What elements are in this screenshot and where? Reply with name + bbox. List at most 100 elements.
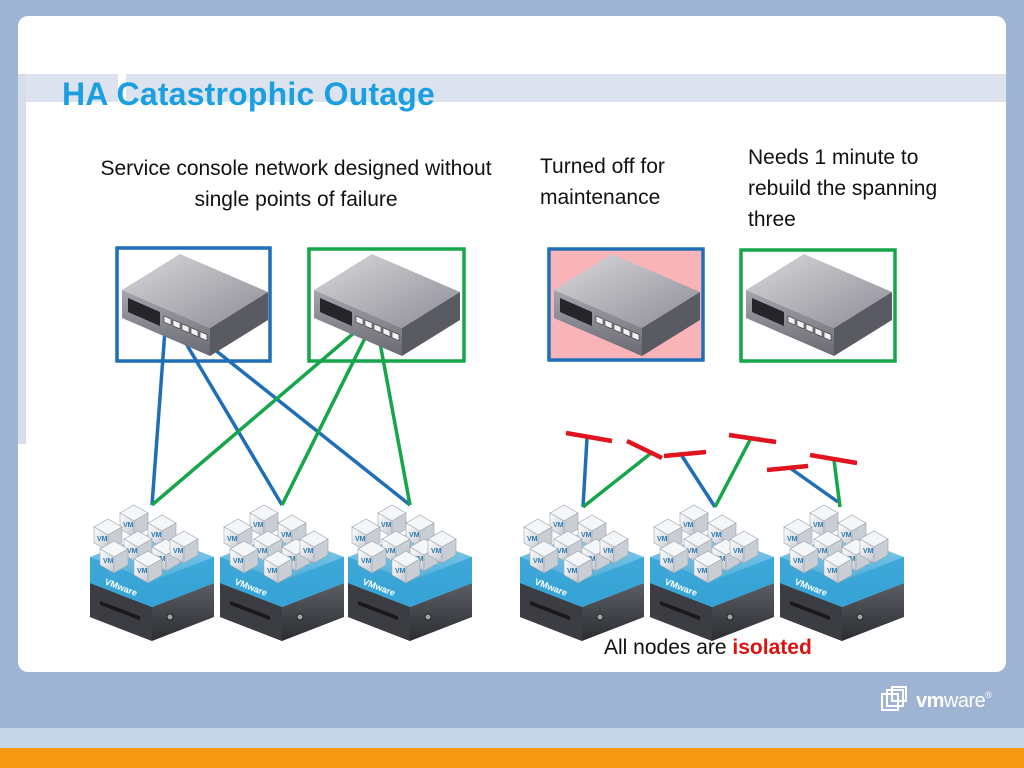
vm-cube-icon: VM (299, 530, 329, 564)
vm-cube-icon: VM (679, 504, 709, 538)
network-switch-icon (554, 254, 700, 356)
vm-label: VM (533, 558, 544, 565)
broken-link-end (626, 438, 663, 461)
vm-cube-icon: VM (99, 540, 129, 574)
vmware-logo: vmware® (880, 686, 992, 716)
vm-label: VM (151, 532, 162, 539)
vm-label: VM (355, 536, 366, 543)
vm-cube-icon: VM (659, 540, 689, 574)
vm-label: VM (657, 536, 668, 543)
switch-frame-green (307, 247, 466, 363)
vm-label: VM (257, 548, 268, 555)
switch-frame-rebuilding (739, 248, 897, 363)
vm-label: VM (581, 532, 592, 539)
vm-label: VM (381, 522, 392, 529)
vm-cube-icon: VM (859, 530, 889, 564)
vm-label: VM (253, 522, 264, 529)
vm-label: VM (281, 532, 292, 539)
vm-cube-icon: VM (229, 540, 259, 574)
isolation-note: All nodes are isolated (604, 636, 812, 660)
vm-label: VM (361, 558, 372, 565)
vm-label: VM (687, 548, 698, 555)
vm-label: VM (527, 536, 538, 543)
vm-cube-icon: VM (693, 550, 723, 584)
vm-cube-icon: VM (549, 504, 579, 538)
slide-title: HA Catastrophic Outage (62, 76, 436, 112)
vm-label: VM (663, 558, 674, 565)
vm-cube-icon: VM (427, 530, 457, 564)
vm-cube-icon: VM (133, 550, 163, 584)
vm-label: VM (553, 522, 564, 529)
green-link-stub (713, 439, 752, 508)
vm-label: VM (97, 536, 108, 543)
vm-label: VM (697, 568, 708, 575)
vm-label: VM (303, 548, 314, 555)
vmware-logo-icon (881, 686, 907, 711)
vm-label: VM (385, 548, 396, 555)
broken-link-end (728, 432, 777, 445)
vm-cube-icon: VM (119, 504, 149, 538)
green-link-stub (581, 452, 652, 509)
vm-label: VM (267, 568, 278, 575)
vm-label: VM (683, 522, 694, 529)
network-switch-icon (314, 254, 460, 356)
vm-label: VM (813, 522, 824, 529)
blue-link (176, 329, 284, 506)
isolated-network-links (565, 430, 858, 509)
broken-link-end (663, 449, 707, 459)
vm-label: VM (137, 568, 148, 575)
vm-label: VM (395, 568, 406, 575)
network-switch-icon (122, 254, 268, 356)
vm-label: VM (787, 536, 798, 543)
vm-label: VM (793, 558, 804, 565)
vm-label: VM (431, 548, 442, 555)
vm-label: VM (603, 548, 614, 555)
esx-hosts: VMwareVMVMVMVMVMVMVMVMVMwareVMVMVMVMVMVM… (90, 504, 904, 641)
vm-cube-icon: VM (563, 550, 593, 584)
vm-label: VM (123, 522, 134, 529)
vmware-logo-text: vmware® (916, 689, 992, 712)
vm-cube-icon: VM (223, 518, 253, 552)
caption-redundant-network: Service console network designed without… (100, 157, 492, 211)
vm-cube-icon: VM (599, 530, 629, 564)
vm-cube-icon: VM (529, 540, 559, 574)
isolation-note-prefix: All nodes are (604, 636, 733, 659)
vm-label: VM (173, 548, 184, 555)
vm-label: VM (127, 548, 138, 555)
blue-link-stub (788, 466, 840, 504)
title-band-gap (118, 74, 126, 102)
vm-cube-icon: VM (357, 540, 387, 574)
blue-link (188, 328, 412, 507)
vm-cube-icon: VM (263, 550, 293, 584)
vm-cube-icon: VM (523, 518, 553, 552)
vm-cube-icon: VM (789, 540, 819, 574)
blue-link-stub (680, 455, 717, 508)
vm-label: VM (227, 536, 238, 543)
vm-cube-icon: VM (169, 530, 199, 564)
caption-spanning-tree: Needs 1 minute to rebuild the spanning t… (748, 146, 938, 231)
footer-stripe-orange (0, 748, 1024, 768)
vm-label: VM (103, 558, 114, 565)
vm-label: VM (817, 548, 828, 555)
switch-frame-blue (115, 246, 272, 363)
vm-cube-icon: VM (249, 504, 279, 538)
vm-label: VM (567, 568, 578, 575)
vm-label: VM (233, 558, 244, 565)
left-accent-bar (18, 74, 26, 444)
caption-maintenance: Turned off for maintenance (540, 155, 665, 209)
vm-label: VM (711, 532, 722, 539)
broken-link-end (766, 463, 809, 473)
broken-link-end (809, 452, 858, 466)
vm-cube-icon: VM (823, 550, 853, 584)
left-network-links (150, 328, 412, 507)
switches (122, 254, 892, 356)
vm-label: VM (863, 548, 874, 555)
vm-cube-icon: VM (809, 504, 839, 538)
vm-label: VM (557, 548, 568, 555)
blue-link (150, 329, 167, 506)
green-link (376, 331, 412, 506)
